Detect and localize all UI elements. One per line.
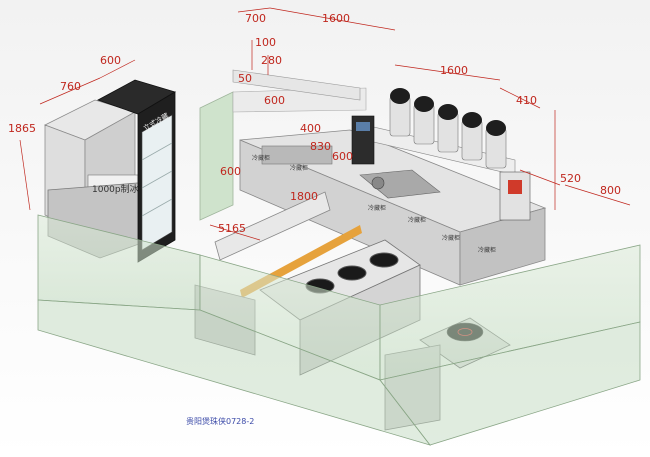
tea-dispenser [461, 112, 483, 161]
dim-800: 800 [600, 184, 621, 197]
dim-1600-top: 1600 [322, 12, 350, 25]
dim-600-a: 600 [264, 94, 285, 107]
front-partition-top [214, 191, 331, 261]
drawing-caption: 贵阳煲珠侠0728-2 [186, 416, 254, 426]
dim-600-top-left: 600 [100, 54, 121, 67]
counter-label-4: 冷藏柜 [408, 216, 426, 224]
dim-520: 520 [560, 172, 581, 185]
back-wall-left [199, 91, 234, 221]
tea-dispenser [413, 96, 435, 145]
upright-fridge [97, 79, 176, 263]
counter-label-2: 冷藏柜 [290, 164, 308, 172]
counter-label-1: 冷藏柜 [252, 154, 270, 162]
dim-400: 400 [300, 122, 321, 135]
ice-machine-label: 1000p制冰机 [92, 183, 148, 195]
dim-280: 280 [261, 54, 282, 67]
counter-label-5: 冷藏柜 [442, 234, 460, 242]
tea-dispenser [437, 104, 459, 153]
fructose-machine [351, 115, 375, 165]
dim-600-c: 600 [220, 165, 241, 178]
dim-700: 700 [245, 12, 266, 25]
tea-dispensers [389, 88, 507, 169]
sealing-machine [499, 171, 531, 221]
rear-counter [239, 129, 547, 286]
glass-enclosure [37, 214, 641, 446]
dim-830: 830 [310, 140, 331, 153]
cooktop-burner [369, 252, 399, 268]
dim-1865: 1865 [8, 122, 36, 135]
tea-dispenser [485, 120, 507, 169]
dim-410: 410 [516, 94, 537, 107]
counter-label-6: 冷藏柜 [478, 246, 496, 254]
counter-label-3: 冷藏柜 [368, 204, 386, 212]
dim-100: 100 [255, 36, 276, 49]
cooktop-burner [337, 265, 367, 281]
dim-50: 50 [238, 72, 252, 85]
dim-760: 760 [60, 80, 81, 93]
top-shelf [232, 69, 361, 101]
dim-5165: 5165 [218, 222, 246, 235]
dim-600-b: 600 [332, 150, 353, 163]
dimension-lines [19, 7, 631, 241]
dim-1600-right: 1600 [440, 64, 468, 77]
dim-1800: 1800 [290, 190, 318, 203]
counter-labels: 冷藏柜 冷藏柜 冷藏柜 冷藏柜 冷藏柜 冷藏柜 [252, 154, 496, 254]
tea-dispenser [389, 88, 411, 137]
